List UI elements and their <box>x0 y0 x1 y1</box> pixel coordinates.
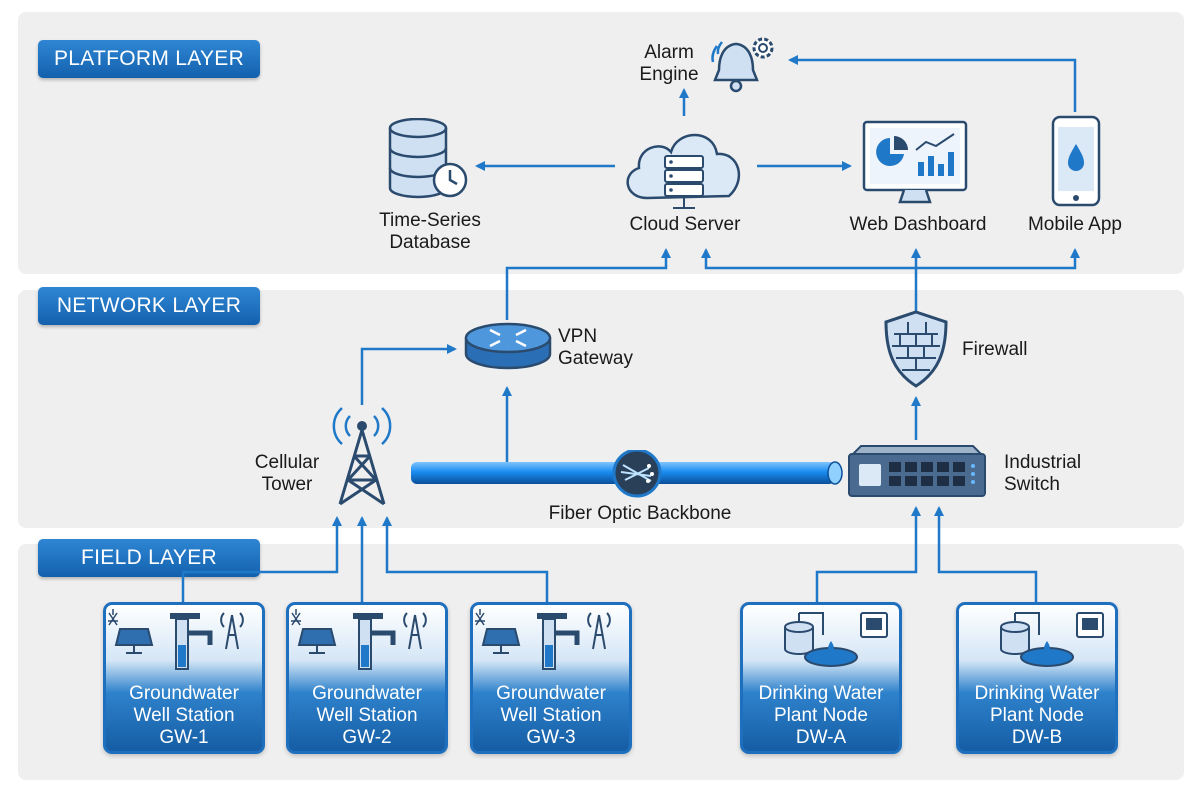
network-port-icon <box>860 612 888 638</box>
solar-panel-icon <box>291 609 337 654</box>
firewall-label: Firewall <box>962 339 1028 360</box>
antenna-icon <box>403 612 427 650</box>
industrial-switch-icon <box>848 445 986 497</box>
well-pump-icon <box>353 613 396 670</box>
cellular-tower-label: Cellular Tower <box>254 452 320 495</box>
plant-node-icons <box>1000 612 1104 667</box>
wire-firewall-to-platform <box>701 248 918 312</box>
vpn-gateway-label: VPN Gateway <box>558 326 633 369</box>
wire-firewall-to-mobile <box>916 248 1080 270</box>
station-card-dwb[interactable]: Drinking Water Plant Node DW-B <box>956 602 1118 754</box>
station-card-gw1[interactable]: Groundwater Well Station GW-1 <box>103 602 265 754</box>
station-card-gw3[interactable]: Groundwater Well Station GW-3 <box>470 602 632 754</box>
cloud-server-label: Cloud Server <box>629 214 741 235</box>
well-pump-icon <box>170 613 213 670</box>
antenna-icon <box>587 612 611 650</box>
wire-gw3-to-tower <box>382 516 549 602</box>
treatment-basin-icon <box>1020 641 1074 667</box>
alarm-bell-icon <box>711 37 774 93</box>
antenna-icon <box>220 612 244 650</box>
station-card-dwa[interactable]: Drinking Water Plant Node DW-A <box>740 602 902 754</box>
wire-vpn-to-cloud <box>505 248 671 320</box>
station-card-gw2[interactable]: Groundwater Well Station GW-2 <box>286 602 448 754</box>
platform-layer-tag: PLATFORM LAYER <box>38 40 260 78</box>
station-label: Groundwater Well Station GW-2 <box>312 683 422 748</box>
field-layer-tag: FIELD LAYER <box>38 539 260 577</box>
database-label: Time-Series Database <box>379 210 481 253</box>
mobile-app-label: Mobile App <box>1027 214 1122 235</box>
well-station-icons <box>291 609 427 670</box>
network-layer-tag: NETWORK LAYER <box>38 287 260 325</box>
cellular-tower-icon <box>332 407 392 506</box>
web-dashboard-icon <box>862 120 968 204</box>
vpn-router-icon <box>464 322 552 370</box>
fiber-backbone-pipe <box>411 450 843 498</box>
web-dashboard-label: Web Dashboard <box>849 214 987 235</box>
network-layer-band <box>18 290 1184 528</box>
water-tank-icon <box>784 612 824 655</box>
cloud-server-icon <box>626 133 741 209</box>
solar-panel-icon <box>108 609 154 654</box>
wire-dwb-to-switch <box>934 506 1038 602</box>
firewall-shield-icon <box>884 310 948 388</box>
alarm-engine-label: Alarm Engine <box>639 42 699 85</box>
mobile-phone-icon <box>1051 115 1101 207</box>
solar-panel-icon <box>475 609 521 654</box>
network-port-icon <box>1076 612 1104 638</box>
station-label: Drinking Water Plant Node DW-A <box>758 683 884 748</box>
station-label: Drinking Water Plant Node DW-B <box>974 683 1100 748</box>
wire-gw1-to-tower <box>181 516 342 602</box>
fiber-backbone-label: Fiber Optic Backbone <box>548 503 732 524</box>
wire-mobile-to-alarm <box>788 55 1077 112</box>
database-icon <box>388 118 468 199</box>
station-label: Groundwater Well Station GW-1 <box>129 683 239 748</box>
industrial-switch-label: Industrial Switch <box>1004 452 1082 495</box>
plant-node-icons <box>784 612 888 667</box>
water-tank-icon <box>1000 612 1040 655</box>
wire-tower-to-vpn <box>360 344 457 405</box>
well-station-icons <box>108 609 244 670</box>
well-pump-icon <box>537 613 580 670</box>
well-station-icons <box>475 609 611 670</box>
station-label: Groundwater Well Station GW-3 <box>496 683 606 748</box>
wire-dwa-to-switch <box>815 506 921 602</box>
treatment-basin-icon <box>804 641 858 667</box>
